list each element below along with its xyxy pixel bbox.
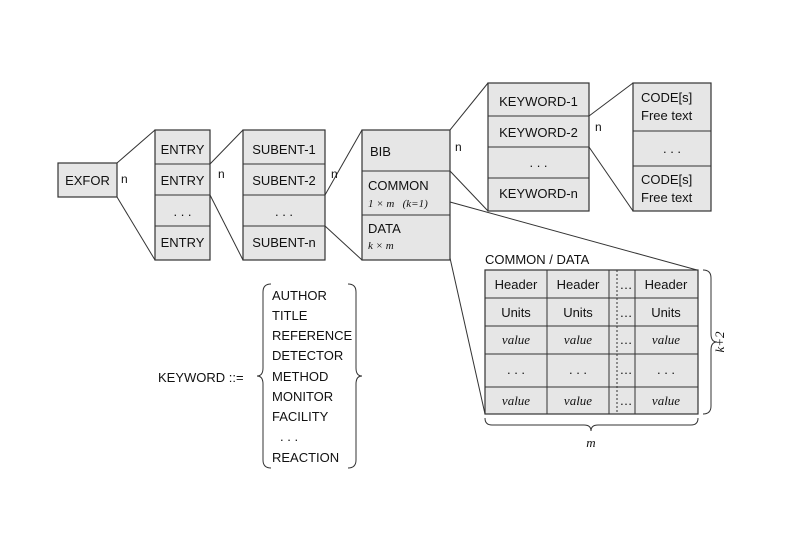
keyword-option: METHOD — [272, 369, 328, 384]
table-cell-ellipsis: . . . — [507, 362, 525, 377]
bib-label: BIB — [370, 144, 391, 159]
subent-item: SUBENT-2 — [252, 173, 316, 188]
free-text-line: Free text — [641, 108, 693, 123]
keyword-option: AUTHOR — [272, 288, 327, 303]
keyword-item: KEYWORD-1 — [499, 94, 578, 109]
keyword-ellipsis: . . . — [529, 155, 547, 170]
table-cell-value: value — [652, 393, 680, 408]
table-cell-ellipsis: … — [620, 332, 633, 347]
exfor-label: EXFOR — [65, 173, 110, 188]
exfor-node: EXFOR — [57, 162, 118, 198]
keyword-option-ellipsis: . . . — [280, 429, 298, 444]
table-cell-header: Header — [645, 277, 688, 292]
multiplicity-label: n — [455, 140, 462, 154]
entry-ellipsis: . . . — [173, 204, 191, 219]
table-cell-ellipsis: … — [620, 393, 633, 408]
table-cell-units: Units — [651, 305, 681, 320]
table-cell-header: Header — [495, 277, 538, 292]
table-cell-ellipsis: … — [620, 362, 633, 377]
keyword-option: REFERENCE — [272, 328, 353, 343]
table-cell-ellipsis: . . . — [657, 362, 675, 377]
common-data-table: Header Header … Header Units Units … Uni… — [484, 269, 699, 415]
keyword-definition-lhs: KEYWORD ::= — [158, 370, 244, 385]
entry-item: ENTRY — [161, 235, 205, 250]
multiplicity-label: n — [121, 172, 128, 186]
entry-item: ENTRY — [161, 173, 205, 188]
multiplicity-label: n — [595, 120, 602, 134]
keyword-item: KEYWORD-n — [499, 186, 578, 201]
table-cell-value: value — [652, 332, 680, 347]
multiplicity-label: n — [331, 167, 338, 181]
free-text-line: Free text — [641, 190, 693, 205]
table-cell-units: Units — [501, 305, 531, 320]
keyword-option: DETECTOR — [272, 348, 343, 363]
keyword-option: MONITOR — [272, 389, 333, 404]
subent-item: SUBENT-1 — [252, 142, 316, 157]
table-cell-value: value — [502, 393, 530, 408]
table-cell-value: value — [564, 393, 592, 408]
row-count-brace — [702, 269, 718, 415]
table-cell-value: value — [564, 332, 592, 347]
code-ellipsis: . . . — [663, 141, 681, 156]
keyword-option: TITLE — [272, 308, 308, 323]
subent-sections: BIB COMMON 1 × m (k=1) DATA k × m — [361, 129, 451, 261]
data-label: DATA — [368, 221, 401, 236]
code-column: CODE[s] Free text . . . CODE[s] Free tex… — [632, 82, 712, 212]
table-cell-ellipsis: … — [620, 277, 633, 292]
table-cell-header: Header — [557, 277, 600, 292]
keyword-left-brace — [256, 283, 272, 469]
code-line: CODE[s] — [641, 90, 692, 105]
common-label: COMMON — [368, 178, 429, 193]
keyword-option: FACILITY — [272, 409, 329, 424]
keyword-column: KEYWORD-1 KEYWORD-2 . . . KEYWORD-n — [487, 82, 590, 212]
keyword-right-brace — [347, 283, 363, 469]
table-cell-ellipsis: … — [620, 305, 633, 320]
subent-column: SUBENT-1 SUBENT-2 . . . SUBENT-n — [242, 129, 326, 261]
entry-column: ENTRY ENTRY . . . ENTRY — [154, 129, 211, 261]
keyword-item: KEYWORD-2 — [499, 125, 578, 140]
entry-item: ENTRY — [161, 142, 205, 157]
multiplicity-label: n — [218, 167, 225, 181]
row-count-label: k+2 — [712, 331, 727, 353]
table-cell-ellipsis: . . . — [569, 362, 587, 377]
subent-item: SUBENT-n — [252, 235, 316, 250]
common-size: 1 × m (k=1) — [368, 198, 428, 210]
table-title: COMMON / DATA — [485, 252, 590, 267]
table-cell-units: Units — [563, 305, 593, 320]
code-line: CODE[s] — [641, 172, 692, 187]
data-size: k × m — [368, 240, 394, 252]
keyword-option: REACTION — [272, 450, 339, 465]
column-count-label: m — [586, 435, 595, 450]
subent-ellipsis: . . . — [275, 204, 293, 219]
column-count-brace — [484, 417, 699, 432]
table-cell-value: value — [502, 332, 530, 347]
